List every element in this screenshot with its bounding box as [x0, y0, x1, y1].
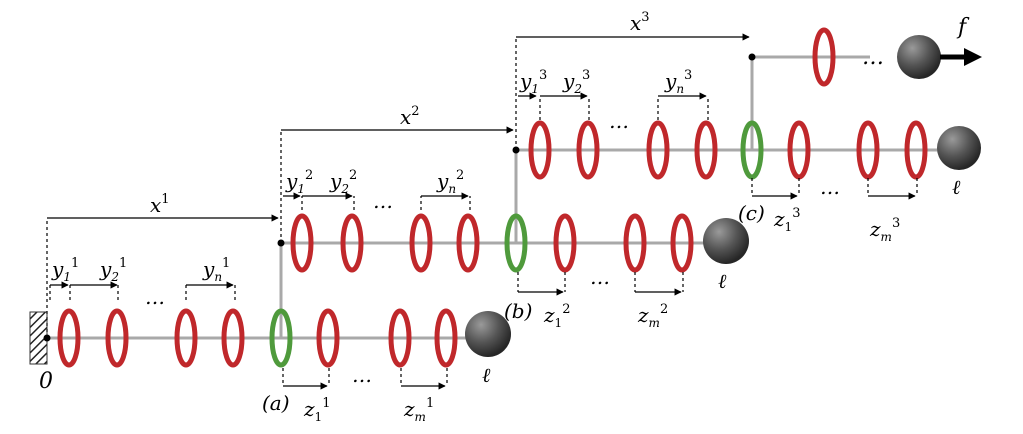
ring: [57, 308, 81, 368]
ring: [316, 308, 340, 368]
ring: [856, 120, 880, 180]
ring: [456, 213, 480, 273]
y1-label-stage3: y13: [519, 68, 547, 96]
ring: [340, 213, 364, 273]
ring: [553, 213, 577, 273]
junction-ring: [269, 308, 293, 368]
ellipsis-stage3-z: …: [820, 175, 840, 199]
z1-label-stage2: z12: [543, 302, 570, 330]
ring: [221, 308, 245, 368]
ring: [576, 120, 600, 180]
y2-label-stage3: y23: [562, 68, 590, 96]
junction-ring: [740, 120, 764, 180]
ring: [694, 120, 718, 180]
ring: [290, 213, 314, 273]
end-label-3: ℓ: [952, 175, 961, 199]
ring: [787, 120, 811, 180]
end-mass-top: [897, 35, 941, 79]
ellipsis-stage2-z: …: [590, 265, 610, 289]
x3-label: x3: [630, 10, 650, 35]
ring: [174, 308, 198, 368]
yn-label-stage3: yn3: [664, 68, 692, 96]
force-arrow: [940, 48, 982, 66]
ring: [528, 120, 552, 180]
end-label-2: ℓ: [718, 269, 727, 293]
x2-label: x2: [400, 104, 420, 129]
ring: [105, 308, 129, 368]
y1-label-stage1: y11: [51, 256, 79, 284]
end-mass-1: [465, 311, 511, 357]
ellipsis-stage3-y: …: [609, 109, 629, 133]
junction-ring: [504, 213, 528, 273]
z1-label-stage1: z11: [303, 396, 330, 424]
y1-label-stage2: y12: [285, 168, 313, 196]
junction-label-b: (b): [504, 299, 532, 323]
yn-label-stage1: yn1: [202, 256, 230, 284]
zm-label-stage3: zm3: [869, 216, 900, 244]
y2-label-stage1: y21: [99, 256, 127, 284]
rods: [47, 55, 945, 340]
junction-dot-3: [748, 53, 756, 61]
ellipsis-stage1-z: …: [352, 363, 372, 387]
ring: [388, 308, 412, 368]
junction-label-a: (a): [262, 391, 290, 415]
z1-label-stage3: z13: [773, 206, 800, 234]
dimension-lines: [46, 33, 918, 390]
junction-label-c: (c): [738, 201, 765, 225]
end-label-1: ℓ: [482, 363, 491, 387]
force-label: f: [956, 15, 970, 40]
zm-label-stage2: zm2: [637, 302, 668, 330]
ellipsis-stage2-y: …: [373, 189, 393, 213]
ring: [812, 27, 836, 87]
ellipsis-stage1-y: …: [145, 285, 165, 309]
ring: [646, 120, 670, 180]
ring: [670, 213, 694, 273]
zm-label-stage1: zm1: [403, 396, 434, 424]
ring: [409, 213, 433, 273]
labels: 0 x1 x2 x3 y11 y21 yn1 y12 y22 yn2 y13 y…: [39, 10, 970, 424]
yn-label-stage2: yn2: [436, 168, 464, 196]
x1-label: x1: [150, 192, 170, 217]
rings: [57, 27, 928, 368]
y2-label-stage2: y22: [329, 168, 357, 196]
ring: [623, 213, 647, 273]
ring: [434, 308, 458, 368]
end-mass-3: [937, 126, 981, 170]
ring: [904, 120, 928, 180]
origin-label: 0: [39, 369, 53, 394]
end-mass-2: [703, 218, 749, 264]
ellipsis-top: …: [862, 45, 884, 70]
